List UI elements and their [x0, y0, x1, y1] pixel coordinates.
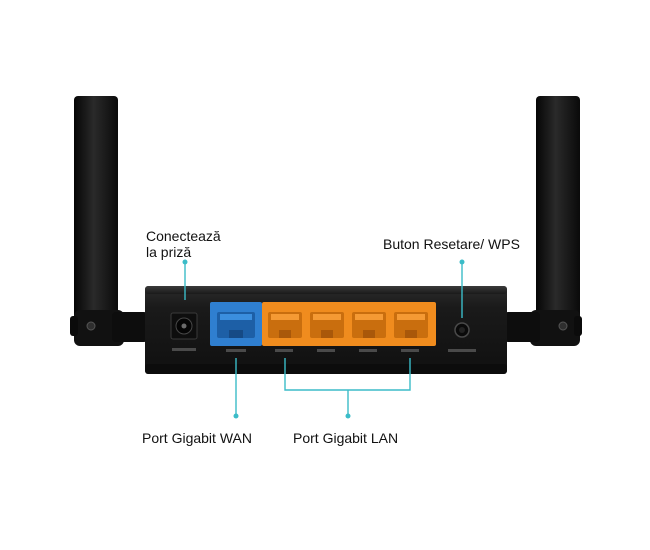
- left-antenna: [70, 96, 148, 346]
- wan-callout-label: Port Gigabit WAN: [142, 430, 252, 446]
- lan-callout-label: Port Gigabit LAN: [293, 430, 399, 446]
- lan-callout-dot: [345, 413, 351, 419]
- callout-dots: [182, 259, 465, 419]
- power-callout-dot: [182, 259, 188, 265]
- power-jack: [170, 312, 198, 351]
- reset-callout-dot: [459, 259, 465, 265]
- lan-ports: [262, 302, 436, 352]
- lan-port-1: [268, 312, 302, 352]
- reset-wps-button: [448, 322, 476, 352]
- reset-wps-callout-label: Buton Resetare/ WPS: [383, 236, 520, 252]
- wan-port: [210, 302, 262, 352]
- right-antenna: [504, 96, 582, 346]
- wan-callout-dot: [233, 413, 239, 419]
- callout-lines: [184, 262, 463, 416]
- power-callout-line-2: la priză: [146, 244, 192, 260]
- power-callout-label: Conectează la priză: [146, 228, 221, 260]
- lan-port-2: [310, 312, 344, 352]
- lan-port-4: [394, 312, 428, 352]
- lan-port-3: [352, 312, 386, 352]
- power-callout-line-1: Conectează: [146, 228, 221, 244]
